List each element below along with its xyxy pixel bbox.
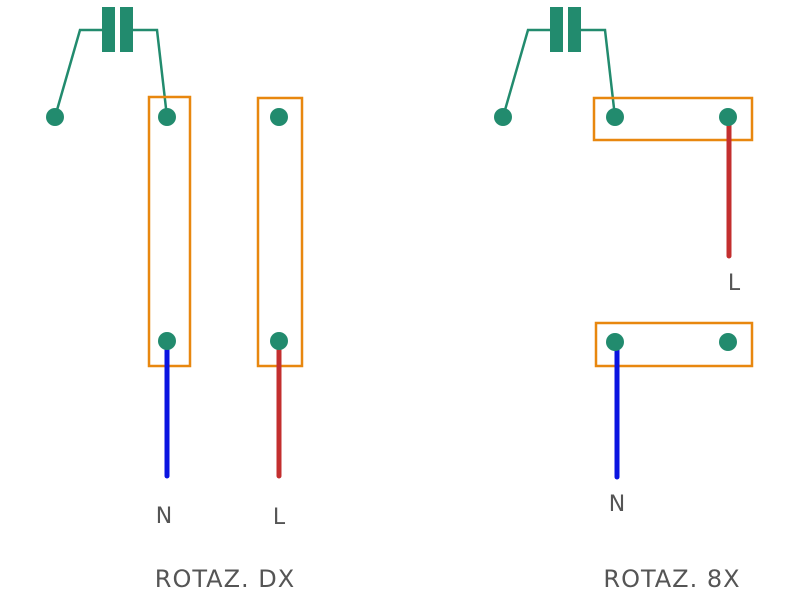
left-capacitor-plate-2	[120, 7, 133, 52]
left-caption: ROTAZ. DX	[155, 565, 295, 593]
right-neutral-label: N	[609, 492, 625, 517]
left-capacitor-lead-right	[132, 28, 169, 118]
left-terminal-block-1	[147, 95, 192, 368]
right-capacitor-plate-1	[550, 7, 563, 52]
left-capacitor-lead-left	[53, 28, 104, 118]
left-neutral-label: N	[156, 504, 172, 529]
left-block1-top-terminal	[158, 108, 176, 126]
right-top-block-left-terminal	[606, 108, 624, 126]
left-block2-top-terminal	[270, 108, 288, 126]
left-terminal-block-2	[256, 96, 304, 368]
right-top-block-right-terminal	[719, 108, 737, 126]
right-capacitor-lead-left	[501, 28, 552, 118]
right-caption: ROTAZ. 8X	[603, 565, 740, 593]
left-capacitor-terminal	[46, 108, 64, 126]
left-wiring-diagram: N L ROTAZ. DX	[46, 7, 304, 593]
right-wiring-diagram: L N ROTAZ. 8X	[494, 7, 754, 593]
right-terminal-block-bottom	[594, 321, 754, 368]
right-live-label: L	[728, 271, 741, 296]
left-block2-bottom-terminal	[270, 332, 288, 350]
left-live-label: L	[273, 505, 286, 530]
right-capacitor-plate-2	[568, 7, 581, 52]
right-terminal-block-top	[592, 96, 754, 142]
left-capacitor-plate-1	[102, 7, 115, 52]
right-capacitor-terminal	[494, 108, 512, 126]
right-capacitor-lead-right	[580, 28, 617, 118]
right-bottom-block-left-terminal	[606, 333, 624, 351]
right-bottom-block-right-terminal	[719, 333, 737, 351]
left-block1-bottom-terminal	[158, 332, 176, 350]
